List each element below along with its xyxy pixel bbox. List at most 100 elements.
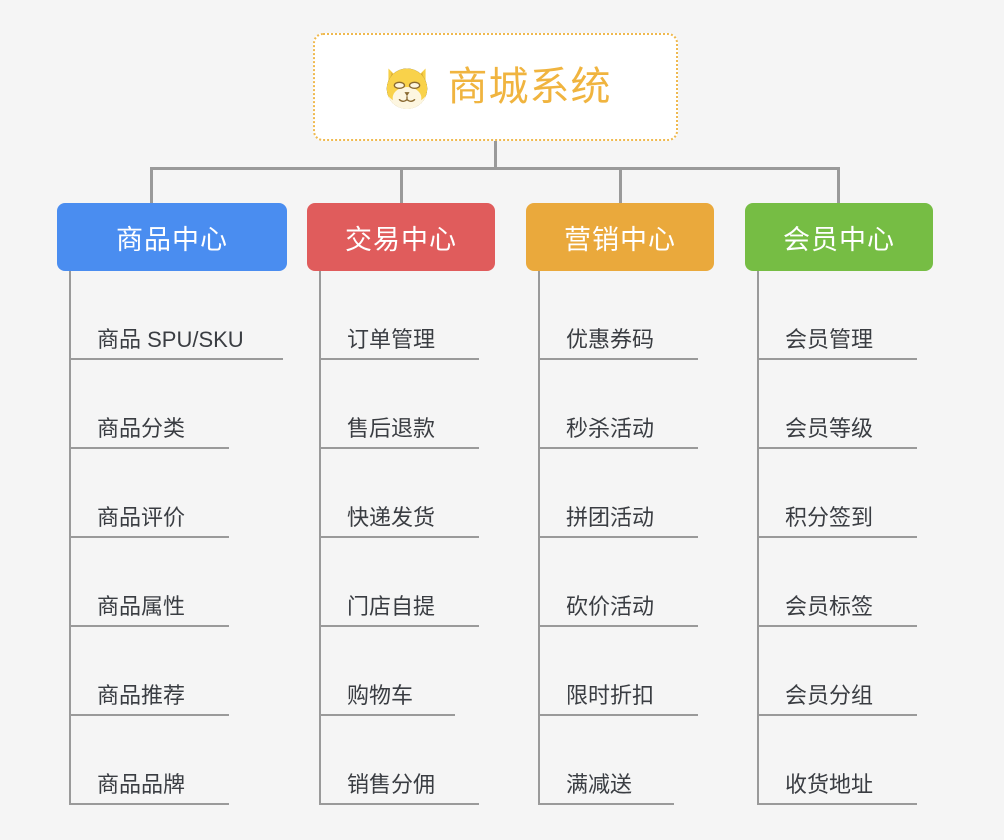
branch-spine <box>319 271 321 805</box>
item-underline <box>538 447 698 449</box>
list-item[interactable]: 快递发货 <box>307 449 495 538</box>
list-item-label: 会员标签 <box>785 594 874 619</box>
list-item[interactable]: 拼团活动 <box>526 449 714 538</box>
list-item[interactable]: 积分签到 <box>745 449 933 538</box>
item-underline <box>538 625 698 627</box>
item-underline <box>69 714 229 716</box>
branch-header-3[interactable]: 营销中心 <box>526 203 714 271</box>
branch-spine <box>757 271 759 805</box>
shiba-dog-face-icon <box>386 68 427 109</box>
item-underline <box>757 803 917 805</box>
item-underline <box>69 803 229 805</box>
list-item[interactable]: 门店自提 <box>307 538 495 627</box>
list-item-label: 快递发货 <box>347 505 436 530</box>
branch-column-4: 会员中心 会员管理 会员等级 积分签到 会员标签 会员分组 <box>745 203 933 805</box>
item-underline <box>538 803 674 805</box>
item-underline <box>69 536 229 538</box>
branch-header-label: 会员中心 <box>783 224 895 255</box>
root-title: 商城系统 <box>447 65 612 109</box>
branch-item-list-3: 优惠券码 秒杀活动 拼团活动 砍价活动 限时折扣 满减送 <box>526 271 714 805</box>
list-item[interactable]: 限时折扣 <box>526 627 714 716</box>
item-underline <box>757 625 917 627</box>
item-underline <box>757 358 917 360</box>
list-item-label: 限时折扣 <box>566 683 655 708</box>
list-item-label: 门店自提 <box>347 594 436 619</box>
item-underline <box>69 358 283 360</box>
list-item[interactable]: 秒杀活动 <box>526 360 714 449</box>
item-underline <box>757 447 917 449</box>
list-item-label: 商品评价 <box>97 505 186 530</box>
list-item-label: 满减送 <box>566 772 633 797</box>
branch-header-label: 营销中心 <box>564 224 676 255</box>
list-item[interactable]: 商品属性 <box>57 538 287 627</box>
item-underline <box>319 358 479 360</box>
list-item-label: 会员管理 <box>785 327 874 352</box>
list-item-label: 秒杀活动 <box>566 416 655 441</box>
list-item[interactable]: 会员标签 <box>745 538 933 627</box>
list-item[interactable]: 会员分组 <box>745 627 933 716</box>
list-item-label: 商品分类 <box>97 416 186 441</box>
list-item-label: 拼团活动 <box>566 505 655 530</box>
list-item[interactable]: 砍价活动 <box>526 538 714 627</box>
list-item[interactable]: 收货地址 <box>745 716 933 805</box>
connector-stem <box>494 141 497 169</box>
item-underline <box>319 803 479 805</box>
item-underline <box>538 358 698 360</box>
branch-column-3: 营销中心 优惠券码 秒杀活动 拼团活动 砍价活动 限时折扣 <box>526 203 714 805</box>
branch-header-label: 商品中心 <box>116 224 228 255</box>
list-item-label: 商品推荐 <box>97 683 186 708</box>
list-item[interactable]: 购物车 <box>307 627 495 716</box>
connector-drop-4 <box>837 167 840 203</box>
branch-header-2[interactable]: 交易中心 <box>307 203 495 271</box>
branch-header-4[interactable]: 会员中心 <box>745 203 933 271</box>
item-underline <box>319 536 479 538</box>
root-node[interactable]: 商城系统 <box>313 33 678 141</box>
list-item[interactable]: 商品推荐 <box>57 627 287 716</box>
item-underline <box>69 447 229 449</box>
list-item-label: 商品 SPU/SKU <box>97 327 244 352</box>
list-item-label: 会员分组 <box>785 683 874 708</box>
connector-drop-2 <box>400 167 403 203</box>
branch-column-1: 商品中心 商品 SPU/SKU 商品分类 商品评价 商品属性 商品推荐 <box>57 203 287 805</box>
list-item-label: 售后退款 <box>347 416 436 441</box>
item-underline <box>319 447 479 449</box>
connector-drop-3 <box>619 167 622 203</box>
list-item[interactable]: 商品分类 <box>57 360 287 449</box>
list-item-label: 收货地址 <box>785 772 874 797</box>
item-underline <box>757 536 917 538</box>
item-underline <box>319 714 455 716</box>
branch-item-list-2: 订单管理 售后退款 快递发货 门店自提 购物车 销售分佣 <box>307 271 495 805</box>
list-item[interactable]: 满减送 <box>526 716 714 805</box>
list-item-label: 订单管理 <box>347 327 436 352</box>
list-item[interactable]: 商品品牌 <box>57 716 287 805</box>
list-item[interactable]: 商品评价 <box>57 449 287 538</box>
item-underline <box>538 714 698 716</box>
list-item[interactable]: 售后退款 <box>307 360 495 449</box>
list-item[interactable]: 会员管理 <box>745 271 933 360</box>
list-item[interactable]: 优惠券码 <box>526 271 714 360</box>
list-item-label: 积分签到 <box>785 505 874 530</box>
item-underline <box>538 536 698 538</box>
list-item[interactable]: 商品 SPU/SKU <box>57 271 287 360</box>
list-item-label: 砍价活动 <box>566 594 655 619</box>
list-item[interactable]: 会员等级 <box>745 360 933 449</box>
list-item-label: 会员等级 <box>785 416 874 441</box>
item-underline <box>69 625 229 627</box>
branch-header-label: 交易中心 <box>345 224 457 255</box>
branch-item-list-1: 商品 SPU/SKU 商品分类 商品评价 商品属性 商品推荐 商品品牌 <box>57 271 287 805</box>
branch-spine <box>538 271 540 805</box>
list-item-label: 购物车 <box>347 683 414 708</box>
branch-column-2: 交易中心 订单管理 售后退款 快递发货 门店自提 购物车 <box>307 203 495 805</box>
list-item[interactable]: 订单管理 <box>307 271 495 360</box>
branch-spine <box>69 271 71 805</box>
connector-drop-1 <box>150 167 153 203</box>
list-item-label: 商品品牌 <box>97 772 186 797</box>
branch-header-1[interactable]: 商品中心 <box>57 203 287 271</box>
list-item[interactable]: 销售分佣 <box>307 716 495 805</box>
list-item-label: 商品属性 <box>97 594 186 619</box>
list-item-label: 销售分佣 <box>347 772 436 797</box>
item-underline <box>319 625 479 627</box>
list-item-label: 优惠券码 <box>566 327 655 352</box>
item-underline <box>757 714 917 716</box>
